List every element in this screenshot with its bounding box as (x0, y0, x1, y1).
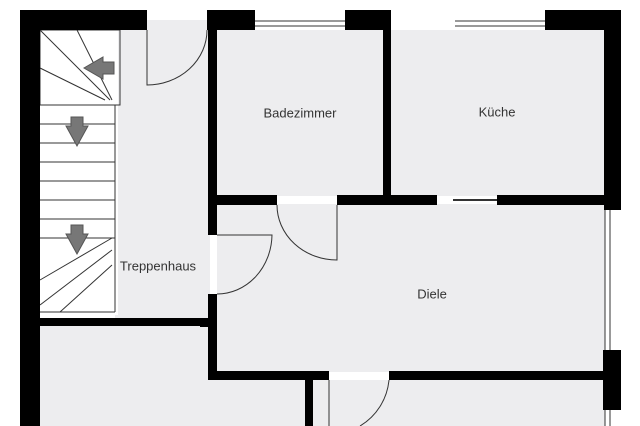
doors (146, 29, 390, 426)
windows (255, 20, 611, 426)
room-label-diele: Diele (417, 286, 447, 302)
room-treppenhaus-floor (115, 20, 210, 320)
room-label-treppenhaus: Treppenhaus (119, 258, 197, 274)
room-label-badezimmer: Badezimmer (263, 105, 337, 121)
room-badezimmer-floor (217, 30, 385, 196)
walls (20, 10, 621, 426)
room-kueche-floor (391, 30, 605, 196)
room-label-kueche: Küche (478, 104, 516, 120)
room-lower-right-floor (313, 380, 605, 426)
stair-arrow-down-icon (65, 224, 89, 256)
stair-arrow-down-icon (65, 116, 89, 148)
stair-arrow-left-icon (83, 56, 115, 80)
staircase (40, 30, 118, 315)
stair-lines (39, 29, 121, 313)
